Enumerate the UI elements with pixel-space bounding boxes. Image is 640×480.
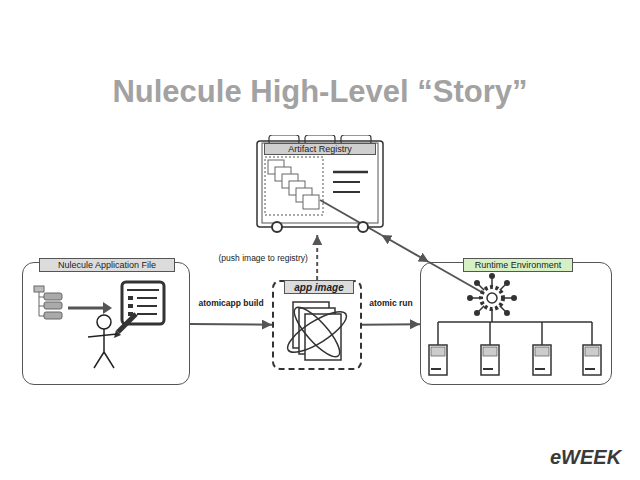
flow-arrow-head xyxy=(103,302,112,314)
image-card xyxy=(303,195,319,209)
hub-node xyxy=(467,295,473,301)
pencil xyxy=(118,314,136,332)
flow-connector xyxy=(316,235,318,280)
hub-node xyxy=(504,280,510,286)
flow-connector xyxy=(190,323,272,326)
tree-leaf xyxy=(44,312,62,319)
figure-head xyxy=(97,315,111,329)
document-bullet xyxy=(128,304,133,308)
server-icon xyxy=(533,345,551,375)
server-icon xyxy=(583,345,601,375)
bus-drop xyxy=(437,322,439,345)
watermark: eWEEK xyxy=(550,446,621,469)
tree-root xyxy=(34,286,44,292)
image-orbit xyxy=(282,305,351,360)
hub-gear xyxy=(481,287,503,309)
bus-drop xyxy=(591,322,593,345)
diagram-title: Nulecule High-Level “Story” xyxy=(0,74,640,110)
tree-leaf xyxy=(44,293,62,300)
flow-arrow xyxy=(68,307,104,310)
tree-line xyxy=(39,306,44,307)
bus-line xyxy=(438,321,592,323)
document-line xyxy=(127,289,159,291)
bus-drop xyxy=(489,322,491,345)
figure-leg xyxy=(94,352,104,368)
tree-line xyxy=(39,297,44,298)
node-title: Nulecule Application File xyxy=(39,258,175,272)
flow-connector xyxy=(381,235,428,262)
runtime-artwork xyxy=(429,262,601,375)
node-title: app image xyxy=(284,280,354,294)
document-line xyxy=(137,313,157,315)
bus-drop xyxy=(541,322,543,345)
connector-label: atomic run xyxy=(369,298,412,308)
text-line xyxy=(333,191,360,193)
server-icon xyxy=(481,345,499,375)
node-title: Artifact Registry xyxy=(264,143,376,155)
document-line xyxy=(137,297,157,299)
document-line xyxy=(137,305,157,307)
component-box: Runtime Environment xyxy=(420,262,612,385)
app-file-artwork xyxy=(34,282,164,368)
hub-node xyxy=(489,273,495,279)
document-icon xyxy=(122,282,164,324)
hub-node xyxy=(474,280,480,286)
image-orbit xyxy=(288,302,346,363)
connector-label: atomicapp build xyxy=(198,298,263,308)
tree-line xyxy=(39,316,44,317)
component-box: Nulecule Application File xyxy=(22,262,190,385)
document-bullet xyxy=(128,296,133,300)
app-image-artwork xyxy=(282,302,351,363)
hub-center xyxy=(487,293,497,303)
image-frame xyxy=(265,157,323,215)
bus-line xyxy=(491,309,493,322)
component-box: app image xyxy=(272,280,362,370)
text-line xyxy=(333,171,368,174)
node-title: Runtime Environment xyxy=(463,258,573,272)
flow-connector xyxy=(362,323,420,325)
image-layer xyxy=(305,314,341,360)
text-line xyxy=(333,181,360,183)
tree-leaf xyxy=(44,302,62,309)
hub-node xyxy=(511,295,517,301)
leader-line xyxy=(320,200,381,235)
hub-node xyxy=(504,310,510,316)
hub-node xyxy=(474,310,480,316)
figure-arms xyxy=(88,334,117,337)
figure-body xyxy=(103,329,105,352)
figure-leg xyxy=(104,352,114,368)
registry-binder: Artifact Registry xyxy=(255,135,385,235)
server-icon xyxy=(429,345,447,375)
connector-label: (push image to registry) xyxy=(219,253,308,263)
tree-line xyxy=(39,292,40,316)
